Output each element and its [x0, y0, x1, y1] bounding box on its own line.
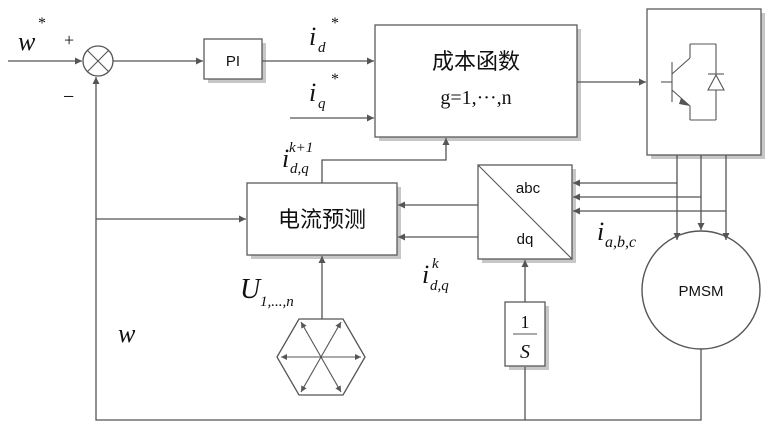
- iq-ref-sub: q: [318, 96, 326, 112]
- id-ref-base: i: [309, 22, 316, 51]
- prediction-block-label: 电流预测: [278, 208, 366, 233]
- voltage-vector-label: U 1,...,n: [240, 274, 294, 310]
- id-reference-label: i d *: [309, 15, 339, 56]
- integrator-block: 1 S: [505, 302, 549, 370]
- plus-sign: +: [64, 30, 74, 50]
- measured-base: i: [422, 260, 429, 289]
- pi-controller-block: PI: [204, 39, 266, 83]
- integrator-numerator: 1: [521, 312, 530, 332]
- iq-ref-base: i: [309, 78, 316, 107]
- pmsm-motor: PMSM: [642, 231, 760, 349]
- minus-sign: −: [63, 86, 74, 108]
- cost-function-title: 成本函数: [432, 50, 520, 75]
- pi-block-label: PI: [226, 53, 240, 70]
- transform-abc-label: abc: [516, 180, 541, 197]
- speed-reference-label: w *: [18, 15, 46, 56]
- inverter-block: [647, 9, 765, 159]
- id-ref-sub: d: [318, 40, 326, 56]
- id-ref-star: *: [331, 15, 339, 32]
- voltage-sub: 1,...,n: [260, 294, 294, 310]
- abc-dq-transform-block: abc dq: [478, 165, 576, 263]
- cost-function-block: 成本函数 g=1,···,n: [375, 25, 581, 141]
- circle-cross-icon: [83, 46, 113, 76]
- speed-ref-star: *: [38, 15, 46, 32]
- phase-current-label: i a,b,c: [597, 217, 636, 251]
- measured-sub: d,q: [430, 278, 449, 294]
- predict-sup: k+1: [289, 140, 313, 156]
- transform-dq-label: dq: [517, 231, 534, 248]
- phase-current-sub: a,b,c: [605, 234, 636, 251]
- motor-label: PMSM: [679, 283, 724, 300]
- predicted-current-label: i d,q k+1: [282, 140, 313, 177]
- voltage-base: U: [240, 274, 262, 305]
- iq-reference-label: i q *: [309, 71, 339, 112]
- phase-current-base: i: [597, 217, 604, 246]
- current-prediction-block: 电流预测: [247, 183, 401, 259]
- cost-function-formula: g=1,···,n: [440, 87, 511, 109]
- speed-feedback-label: w: [118, 319, 136, 348]
- iq-ref-star: *: [331, 71, 339, 88]
- speed-ref-text: w: [18, 27, 36, 56]
- voltage-vector-hexagon: [277, 319, 365, 395]
- hexagon-vector-icon: [277, 319, 365, 395]
- integrator-denominator: S: [520, 341, 530, 363]
- predict-sub: d,q: [290, 161, 309, 177]
- measured-sup: k: [432, 256, 439, 272]
- measured-dq-current-label: i d,q k: [422, 256, 449, 294]
- summing-junction: [83, 46, 113, 76]
